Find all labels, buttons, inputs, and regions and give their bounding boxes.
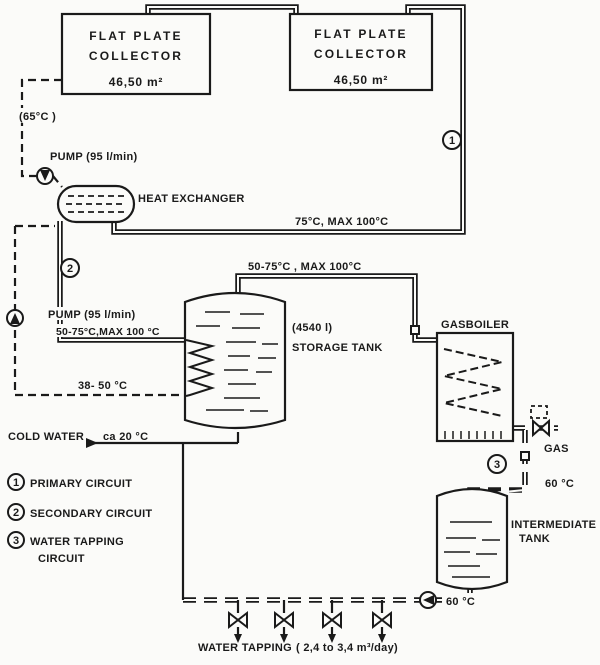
intermediate-tank (435, 487, 509, 591)
legend: 1 PRIMARY CIRCUIT 2 SECONDARY CIRCUIT 3 … (7, 473, 152, 565)
tapping-pump-icon (419, 591, 437, 609)
heat-exchanger (56, 184, 136, 224)
storage-coil (185, 339, 216, 397)
flat-plate-collector-left: FLAT PLATE COLLECTOR 46,50 m² (60, 12, 212, 96)
storage-tank-liquid-lines (196, 311, 278, 412)
collector-left-area: 46,50 m² (109, 75, 163, 89)
legend-3-num: 3 (13, 535, 19, 547)
marker-secondary: 2 (60, 258, 80, 278)
tank-capacity: (4540 l) (292, 322, 332, 334)
secondary-supply-pipe (57, 221, 196, 343)
gas-regulator (530, 405, 548, 419)
legend-2-label: SECONDARY CIRCUIT (30, 508, 152, 520)
tapping-temp: 60 °C (446, 596, 475, 608)
marker-primary-num: 1 (449, 135, 455, 147)
tapping-main-pipe (183, 588, 473, 603)
storage-tank-label: STORAGE TANK (292, 342, 383, 354)
tap-valve-icon (228, 610, 248, 643)
gas-fitting (530, 405, 550, 438)
secondary-return-temp: 38- 50 °C (78, 380, 127, 392)
marker-tapping-num: 3 (494, 459, 500, 471)
secondary-pump-icon (6, 309, 24, 327)
gasboiler-coil (443, 348, 503, 417)
temp-collector-outlet: (65°C ) (19, 111, 56, 123)
primary-pipes (111, 4, 466, 235)
boiler-outlet-temp: 60 °C (545, 478, 574, 490)
collector-right-title: FLAT PLATE (314, 27, 408, 41)
gas-valve-icon (539, 418, 550, 438)
junction-node (520, 451, 530, 461)
legend-3-label: WATER TAPPING (30, 536, 124, 548)
flat-plate-collector-right: FLAT PLATE COLLECTOR 46,50 m² (288, 12, 434, 92)
secondary-pump-label: PUMP (95 l/min) (48, 309, 135, 321)
collector-left-title2: COLLECTOR (89, 49, 183, 63)
cold-water-arrow-icon (86, 438, 98, 448)
water-tapping-rate: ( 2,4 to 3,4 m³/day) (296, 642, 398, 654)
cold-water-temp: ca 20 °C (103, 431, 148, 443)
marker-primary: 1 (442, 130, 462, 150)
primary-return-pipe (20, 78, 63, 188)
secondary-supply-temp: 50-75°C,MAX 100 °C (56, 326, 160, 338)
primary-pump-label: PUMP (95 l/min) (50, 151, 137, 163)
tank-outlet-temp: 50-75°C , MAX 100°C (248, 261, 362, 273)
intermediate-tank-label2: TANK (519, 533, 550, 545)
tap-valve-icon (372, 610, 392, 643)
primary-supply-temp: 75°C, MAX 100°C (295, 216, 388, 228)
gasboiler-label: GASBOILER (441, 319, 509, 331)
labels: (65°C ) PUMP (95 l/min) HEAT EXCHANGER 7… (8, 108, 596, 654)
secondary-return-pipe (13, 224, 196, 397)
legend-3-label2: CIRCUIT (38, 553, 85, 565)
intermediate-tank-liquid-lines (444, 521, 500, 578)
legend-1-label: PRIMARY CIRCUIT (30, 478, 132, 490)
marker-secondary-num: 2 (67, 263, 73, 275)
heat-exchanger-label: HEAT EXCHANGER (138, 193, 245, 205)
collector-right-area: 46,50 m² (334, 73, 388, 87)
collector-left-title: FLAT PLATE (89, 29, 183, 43)
legend-1-num: 1 (13, 477, 19, 489)
cold-water-label: COLD WATER (8, 431, 84, 443)
burner-ticks (444, 431, 502, 439)
collector-right-title2: COLLECTOR (314, 47, 408, 61)
tap-drop-pipes (236, 600, 384, 636)
tap-valve-icon (274, 610, 294, 643)
gasboiler (435, 331, 515, 443)
gas-label: GAS (544, 443, 569, 455)
legend-2-num: 2 (13, 507, 19, 519)
tap-valve-icon (322, 610, 342, 643)
water-tapping-label: WATER TAPPING (198, 642, 292, 654)
storage-tank (183, 291, 287, 430)
marker-tapping: 3 (487, 454, 507, 474)
intermediate-tank-label: INTERMEDIATE (511, 519, 596, 531)
primary-pump-icon (36, 167, 54, 185)
tap-valves (228, 610, 392, 643)
gas-valve-icon (532, 418, 543, 438)
cold-water-pipe (86, 432, 240, 600)
tank-to-boiler-pipe (235, 273, 437, 343)
junction-node (410, 325, 420, 335)
